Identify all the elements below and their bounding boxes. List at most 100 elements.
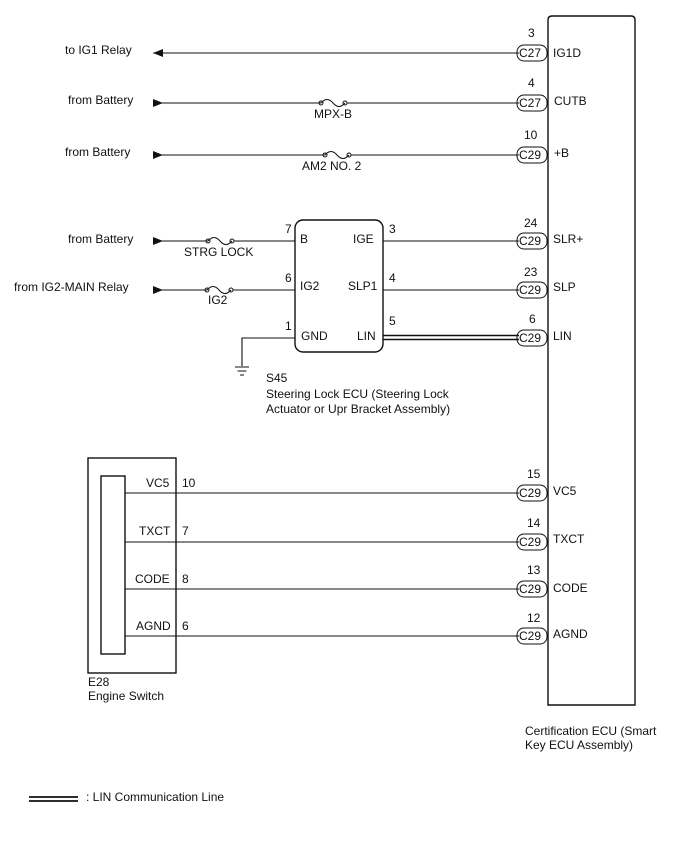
connector-label: C29	[519, 234, 541, 248]
fuse-label: STRG LOCK	[184, 245, 253, 259]
connector-badge	[516, 533, 548, 551]
fuse-icon	[320, 99, 346, 107]
connector-badge	[516, 484, 548, 502]
connector-label: C29	[519, 535, 541, 549]
legend-text: : LIN Communication Line	[86, 790, 224, 804]
connector-label: C29	[519, 148, 541, 162]
ecu-terminal: SLP	[553, 280, 576, 294]
connector-badge	[516, 580, 548, 598]
connector-label: C29	[519, 582, 541, 596]
steering-lock-ecu: B IGE IG2 SLP1 GND LIN S45 Steering Lock…	[266, 219, 450, 416]
switch-terminal: AGND	[136, 619, 171, 633]
ecu-terminal: TXCT	[553, 532, 585, 546]
ecu-pin-number: 15	[527, 467, 541, 481]
steering-lock-ecu-code: S45	[266, 371, 288, 385]
fuse-icon	[207, 237, 233, 245]
switch-terminal: CODE	[135, 572, 170, 586]
connector-label: C29	[519, 331, 541, 345]
switch-pin-number: 10	[182, 476, 196, 490]
switch-pin-number: 7	[182, 524, 189, 538]
ecu-pin-number: 12	[527, 611, 541, 625]
connector-label: C29	[519, 283, 541, 297]
line-label: from Battery	[65, 145, 130, 159]
pin-number: 5	[389, 314, 396, 328]
engine-switch: E28 Engine Switch	[87, 457, 177, 703]
ecu-terminal: CODE	[553, 581, 588, 595]
legend: : LIN Communication Line	[29, 790, 224, 804]
connector-label: C27	[519, 96, 541, 110]
certification-ecu-name-line1: Certification ECU (Smart	[525, 724, 657, 738]
ecu-terminal: +B	[554, 146, 569, 160]
circuit-gnd: 1	[235, 319, 295, 376]
connector-badge	[516, 627, 548, 645]
line-label: from Battery	[68, 93, 133, 107]
ecu-pin-number: 3	[528, 26, 535, 40]
engine-switch-inner-box	[100, 475, 126, 655]
pin-number: 6	[285, 271, 292, 285]
fuse-label: IG2	[208, 293, 228, 307]
ecu-pin-number: 6	[529, 312, 536, 326]
terminal-ige: IGE	[353, 232, 374, 246]
line-label: from IG2-MAIN Relay	[14, 280, 129, 294]
fuse-icon	[206, 286, 232, 294]
steering-lock-ecu-box	[294, 219, 384, 353]
circuit-slr-plus: 3 24 C29 SLR+	[383, 216, 583, 250]
circuit-vc5: VC5 10 15 C29 VC5	[125, 467, 577, 502]
line-label: to IG1 Relay	[65, 43, 132, 57]
connector-badge	[516, 44, 548, 62]
connector-badge	[516, 329, 548, 347]
ecu-pin-number: 23	[524, 265, 538, 279]
fuse-label: MPX-B	[314, 107, 352, 121]
connector-label: C29	[519, 486, 541, 500]
switch-pin-number: 8	[182, 572, 189, 586]
steering-lock-ecu-name-line2: Actuator or Upr Bracket Assembly)	[266, 402, 450, 416]
certification-ecu-name-line2: Key ECU Assembly)	[525, 738, 633, 752]
circuit-lin: 5 6 C29 LIN	[383, 312, 572, 347]
pin-number: 3	[389, 222, 396, 236]
circuit-cutb: from Battery MPX-B 4 C27 CUTB	[68, 76, 587, 121]
circuit-ig2: from IG2-MAIN Relay IG2 6	[14, 271, 295, 307]
terminal-b: B	[300, 232, 308, 246]
certification-ecu-box	[547, 15, 636, 706]
circuit-code: CODE 8 13 C29 CODE	[125, 563, 588, 598]
connector-badge	[516, 232, 548, 250]
circuit-agnd: AGND 6 12 C29 AGND	[125, 611, 588, 645]
ecu-pin-number: 13	[527, 563, 541, 577]
ecu-pin-number: 14	[527, 516, 541, 530]
ecu-pin-number: 24	[524, 216, 538, 230]
pin-number: 1	[285, 319, 292, 333]
ecu-terminal: LIN	[553, 329, 572, 343]
connector-label: C27	[519, 46, 541, 60]
arrow-left-icon	[153, 49, 163, 57]
steering-lock-ecu-name-line1: Steering Lock ECU (Steering Lock	[266, 387, 450, 401]
circuit-strg-lock: from Battery STRG LOCK 7	[68, 222, 295, 259]
connector-badge	[516, 281, 548, 299]
ecu-terminal: CUTB	[554, 94, 587, 108]
ground-icon	[235, 366, 249, 376]
connector-badge	[516, 94, 548, 112]
ecu-terminal: VC5	[553, 484, 577, 498]
engine-switch-name: Engine Switch	[88, 689, 164, 703]
ecu-pin-number: 10	[524, 128, 538, 142]
line-label: from Battery	[68, 232, 133, 246]
switch-pin-number: 6	[182, 619, 189, 633]
ecu-terminal: IG1D	[553, 46, 581, 60]
circuit-plus-b: from Battery AM2 NO. 2 10 C29 +B	[65, 128, 569, 173]
pin-number: 4	[389, 271, 396, 285]
switch-terminal: TXCT	[139, 524, 171, 538]
connector-label: C29	[519, 629, 541, 643]
ecu-terminal: AGND	[553, 627, 588, 641]
terminal-lin: LIN	[357, 329, 376, 343]
connector-badge	[516, 146, 548, 164]
terminal-ig2: IG2	[300, 279, 320, 293]
fuse-icon	[324, 151, 350, 159]
circuit-slp: 4 23 C29 SLP	[383, 265, 576, 299]
ecu-terminal: SLR+	[553, 232, 583, 246]
pin-number: 7	[285, 222, 292, 236]
circuit-ig1d: to IG1 Relay 3 C27 IG1D	[65, 26, 581, 62]
engine-switch-code: E28	[88, 675, 110, 689]
terminal-slp1: SLP1	[348, 279, 378, 293]
circuit-txct: TXCT 7 14 C29 TXCT	[125, 516, 585, 551]
